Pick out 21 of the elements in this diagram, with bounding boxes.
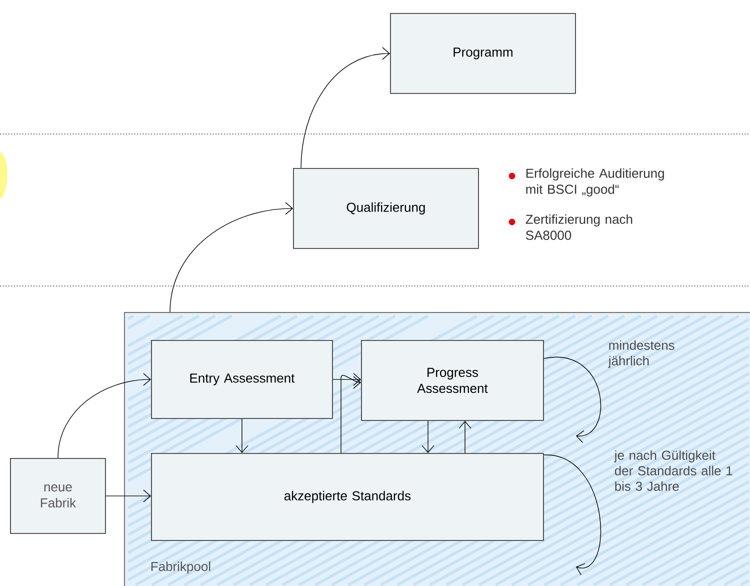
- arrow: [458, 420, 472, 454]
- arrow: [544, 454, 602, 576]
- arrow: [422, 420, 434, 453]
- edge-label: je nach Gültigkeit der Standards alle 1 bis 3 Jahre: [614, 450, 732, 491]
- bullet-text: Zertifizierung nach SA8000: [526, 214, 632, 240]
- arrow: [58, 373, 151, 458]
- arrow: [300, 47, 390, 168]
- arrow: [332, 373, 361, 386]
- process-box: Qualifizierung: [293, 168, 479, 249]
- arrow: [106, 490, 151, 502]
- process-box: Progress Assessment: [361, 340, 544, 421]
- process-box: Entry Assessment: [151, 340, 333, 419]
- arrow: [236, 418, 248, 453]
- process-box: akzeptierte Standards: [151, 453, 544, 541]
- arrow: [340, 374, 361, 454]
- edge-label: mindestens jährlich: [608, 340, 674, 368]
- bullet-text: Erfolgreiche Auditierung mit BSCI „good“: [526, 168, 664, 196]
- source-box: neue Fabrik: [10, 458, 106, 534]
- process-box: Programm: [390, 13, 576, 94]
- arrow: [544, 356, 602, 443]
- arrow: [170, 202, 293, 312]
